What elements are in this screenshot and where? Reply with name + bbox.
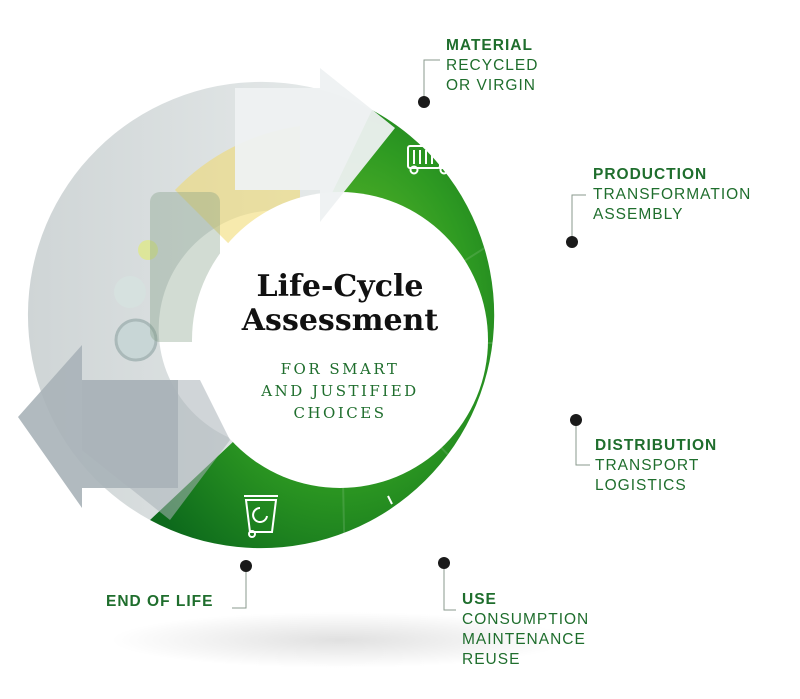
- end-of-life-label: END OF LIFE: [106, 592, 213, 612]
- ring-shadow: [110, 612, 570, 668]
- gear-hand-icon: [387, 495, 451, 543]
- ring-bottle-b: [114, 276, 146, 308]
- distribution-heading: DISTRIBUTION: [595, 437, 718, 454]
- use-dot: [438, 557, 450, 569]
- end-of-life-dot: [240, 560, 252, 572]
- center-title-line2: Assessment: [241, 303, 439, 338]
- label-leaders: [232, 59, 590, 611]
- factory-icon: [494, 243, 554, 289]
- production-dot: [566, 236, 578, 248]
- use-line-2: MAINTENANCE: [462, 631, 586, 648]
- production-line-2: ASSEMBLY: [593, 206, 684, 223]
- center-circle: [192, 192, 488, 488]
- center-title-line1: Life-Cycle: [256, 269, 424, 304]
- distribution-label: DISTRIBUTION TRANSPORT LOGISTICS: [595, 436, 717, 496]
- center-subtitle-line3: CHOICES: [293, 404, 387, 422]
- center-subtitle: FOR SMART AND JUSTIFIED CHOICES: [230, 358, 450, 424]
- use-line-3: REUSE: [462, 651, 521, 668]
- end-of-life-heading: END OF LIFE: [106, 593, 214, 610]
- top-arrow: [235, 68, 395, 222]
- ring-bottle-a: [114, 318, 158, 362]
- material-dot: [418, 96, 430, 108]
- material-line-1: RECYCLED: [446, 57, 539, 74]
- recycling-truck-icon: [407, 145, 453, 175]
- ring-bottle-c: [138, 240, 158, 260]
- distribution-line-2: LOGISTICS: [595, 477, 687, 494]
- distribution-dot: [570, 414, 582, 426]
- center-subtitle-line1: FOR SMART: [280, 360, 400, 378]
- recycle-bin-icon: [244, 495, 278, 538]
- production-heading: PRODUCTION: [593, 166, 708, 183]
- distribution-line-1: TRANSPORT: [595, 457, 700, 474]
- material-label: MATERIAL RECYCLED OR VIRGIN: [446, 36, 538, 96]
- center-subtitle-line2: AND JUSTIFIED: [261, 382, 419, 400]
- material-line-2: OR VIRGIN: [446, 77, 536, 94]
- use-label: USE CONSUMPTION MAINTENANCE REUSE: [462, 590, 589, 670]
- use-line-1: CONSUMPTION: [462, 611, 590, 628]
- delivery-truck-icon: [495, 391, 555, 421]
- production-label: PRODUCTION TRANSFORMATION ASSEMBLY: [593, 165, 751, 225]
- material-heading: MATERIAL: [446, 37, 533, 54]
- left-arrow-body: [82, 380, 230, 520]
- center-title: Life-Cycle Assessment: [220, 270, 460, 338]
- use-heading: USE: [462, 591, 497, 608]
- production-line-1: TRANSFORMATION: [593, 186, 752, 203]
